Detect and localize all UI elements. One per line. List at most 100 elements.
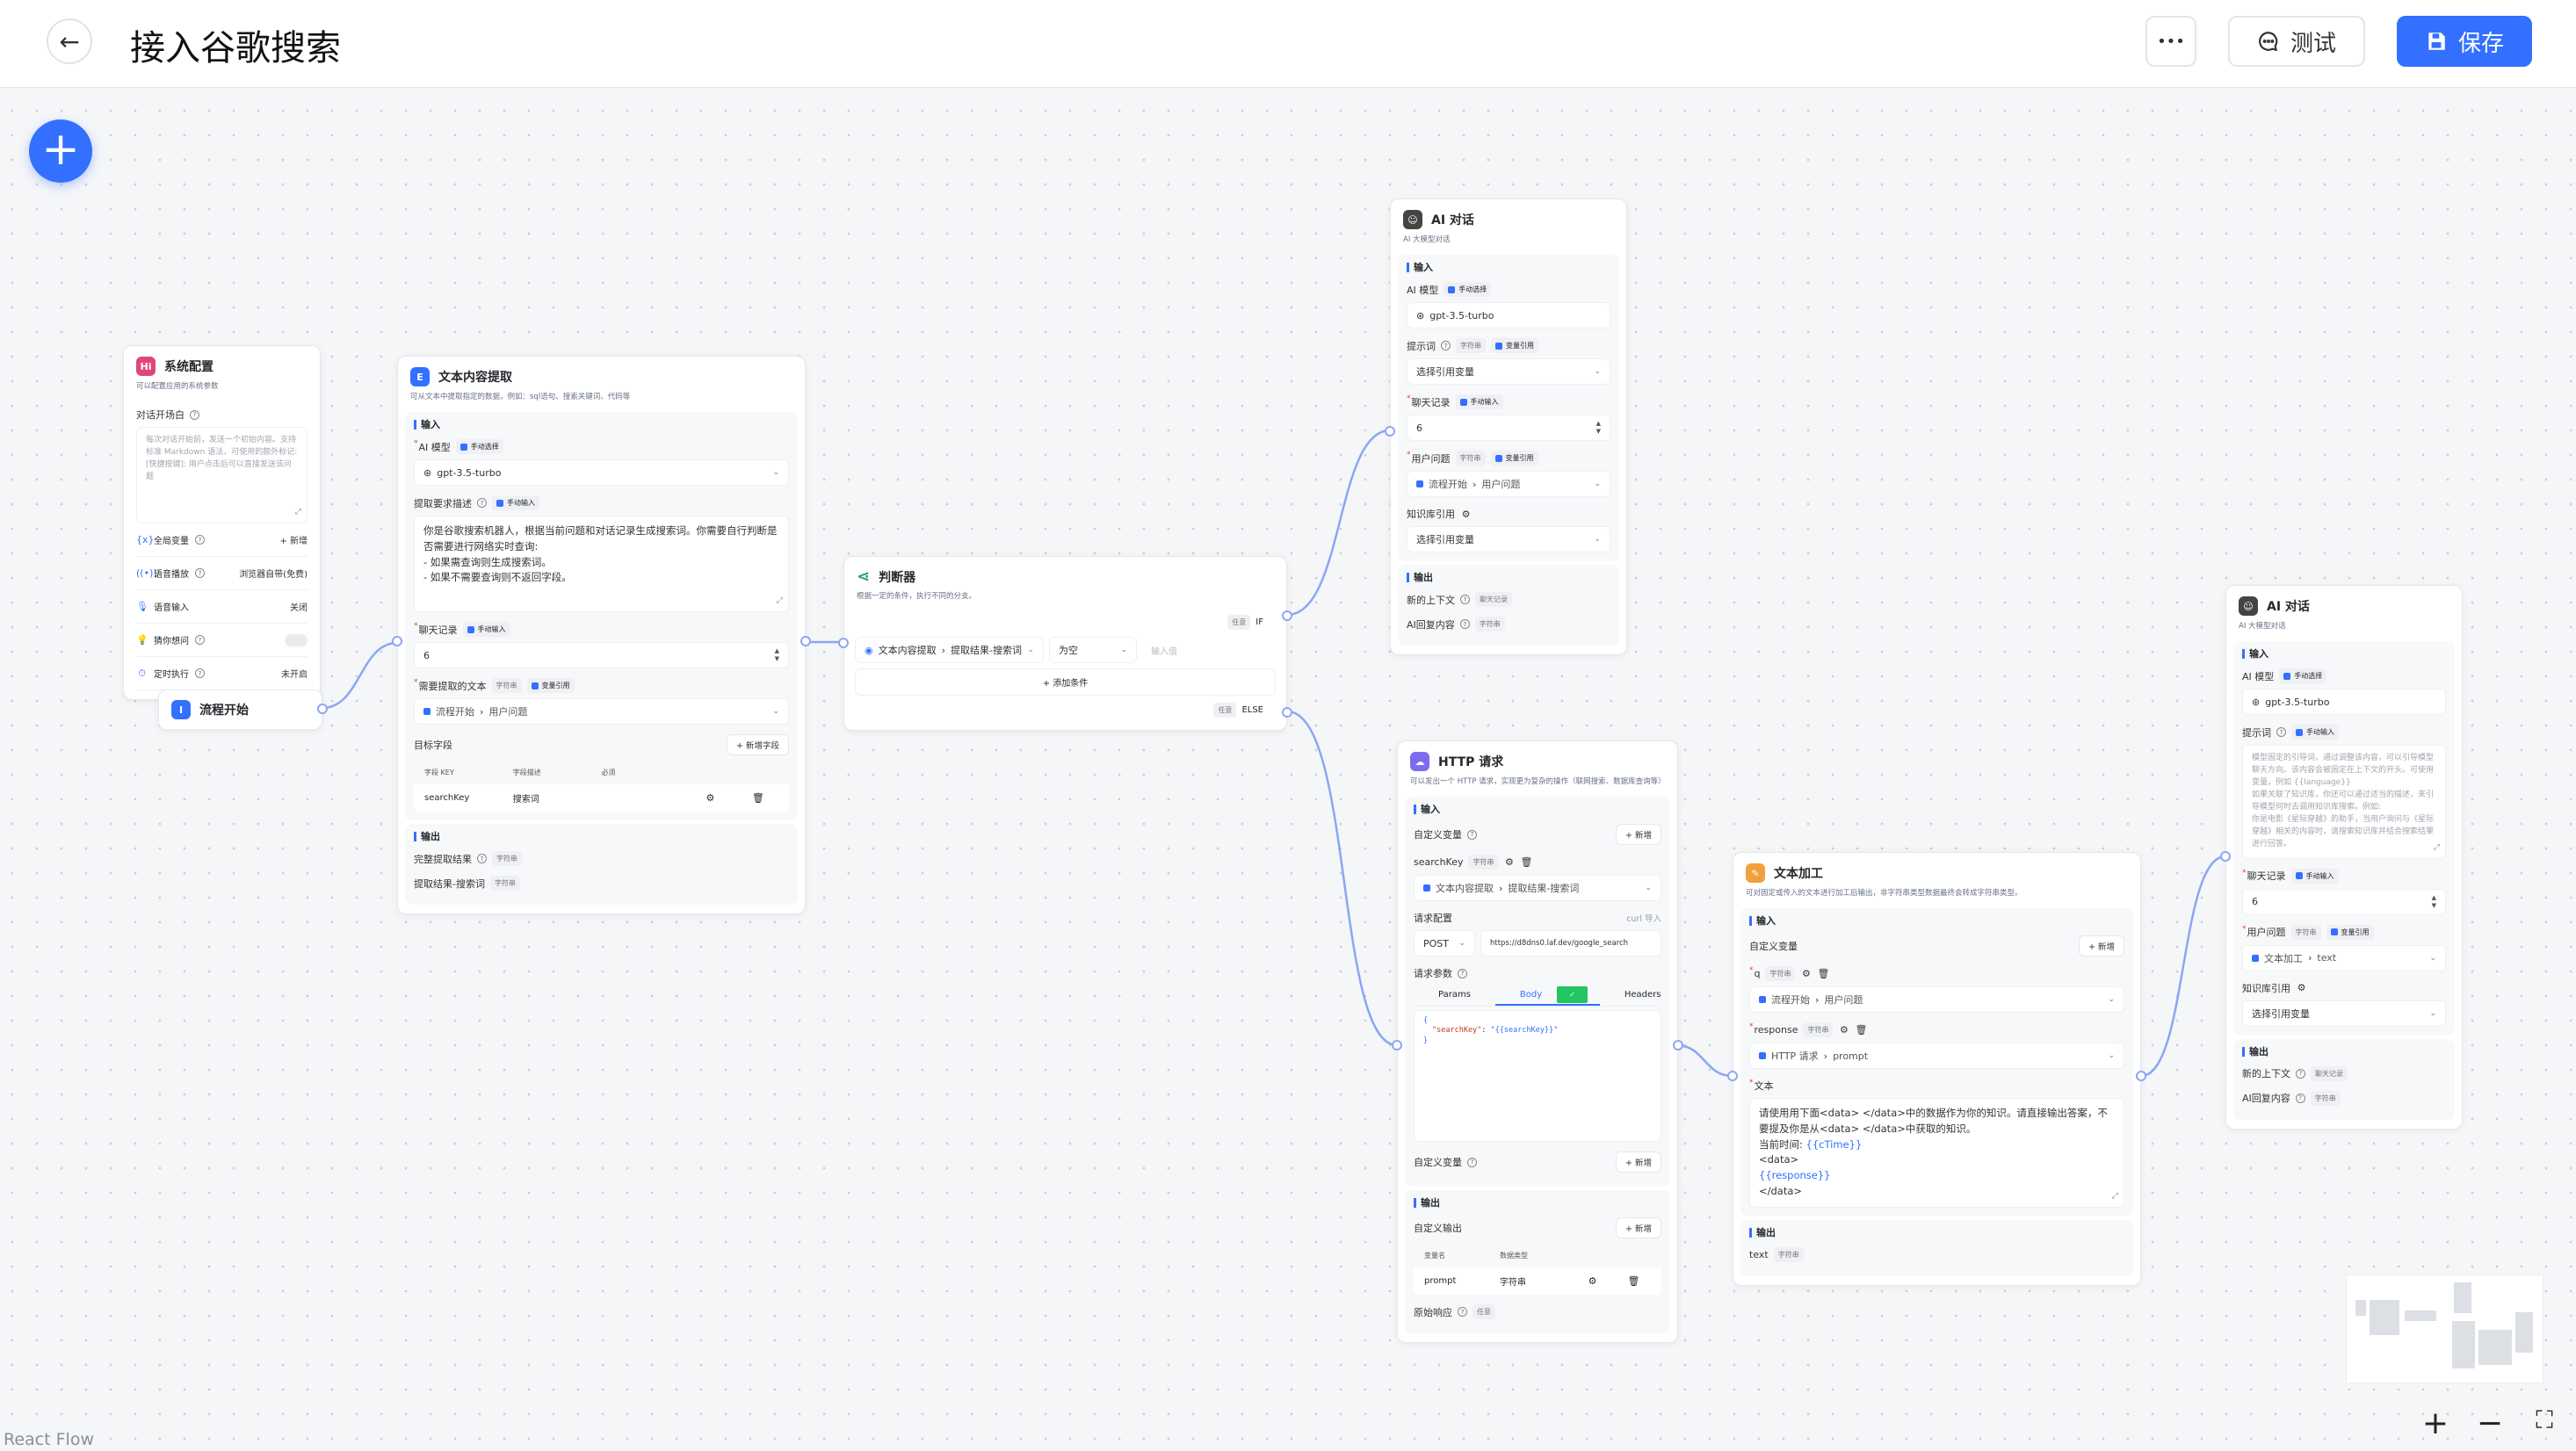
input-mode-tag[interactable]: 手动选择 [455,439,503,454]
else-output-handle[interactable] [1282,707,1292,718]
select[interactable]: 选择引用变量⌄ [2242,1000,2446,1027]
input-mode-tag[interactable]: 手动输入 [492,495,539,510]
help-icon[interactable]: ? [1467,829,1477,840]
help-icon[interactable]: ? [195,535,205,545]
gear-icon[interactable]: ⚙ [2297,982,2306,993]
add-button[interactable]: + 新增字段 [727,734,789,755]
config-value[interactable]: + 新增 [279,537,308,546]
expand-icon[interactable]: ⤢ [2433,842,2440,852]
textarea[interactable]: 你是谷歌搜索机器人，根据当前问题和对话记录生成搜索词。你需要自行判断是否需要进行… [414,516,789,612]
input-mode-tag[interactable]: 手动输入 [1455,394,1503,409]
stepper-icon[interactable]: ▲▼ [1596,420,1601,435]
help-icon[interactable]: ? [477,498,487,508]
help-icon[interactable]: ? [1460,595,1470,604]
stepper-icon[interactable]: ▲▼ [2431,893,2436,909]
output-handle[interactable] [1673,1040,1683,1050]
textarea[interactable]: 模型固定的引导词，通过调整该内容，可以引导模型聊天方向。该内容会被固定在上下文的… [2242,745,2446,859]
input-mode-tag[interactable]: 手动选择 [1444,282,1492,297]
minimap[interactable] [2346,1274,2543,1383]
help-icon[interactable]: ? [195,635,205,645]
config-value[interactable]: 未开启 [281,670,308,680]
help-icon[interactable]: ? [1458,968,1467,978]
help-icon[interactable]: ? [1459,619,1470,629]
input-mode-tag[interactable]: 变量引用 [1491,338,1538,353]
input-handle[interactable] [1727,1071,1738,1081]
node-text[interactable]: ✎文本加工可对固定或传入的文本进行加工后输出，非字符串类型数据最终会转成字符串类… [1727,852,2146,1286]
gear-icon[interactable]: ⚙ [1461,508,1471,520]
trash-icon[interactable]: 🗑 [1855,1024,1868,1036]
output-handle[interactable] [317,704,328,714]
output-handle[interactable] [2136,1071,2146,1081]
expand-icon[interactable]: ⤢ [776,596,783,606]
select[interactable]: 流程开始›用户问题⌄ [414,698,789,725]
gear-icon[interactable]: ⚙ [1802,968,1811,979]
trash-icon[interactable]: 🗑 [1627,1275,1640,1287]
back-button[interactable]: ← [47,18,92,64]
if-output-handle[interactable] [1282,610,1292,621]
save-button[interactable]: 保存 [2397,16,2532,67]
add-button[interactable]: + 新增 [1616,1151,1661,1173]
add-button[interactable]: + 新增 [1616,1217,1661,1238]
select[interactable]: 选择引用变量⌄ [1407,526,1610,552]
gear-icon[interactable]: ⚙ [1505,856,1514,868]
input-handle[interactable] [2220,851,2231,862]
output-handle[interactable] [800,636,811,646]
help-icon[interactable]: ? [195,568,205,578]
stepper-icon[interactable]: ▲▼ [774,647,779,662]
select[interactable]: 文本加工›text⌄ [2242,944,2446,971]
trash-icon[interactable]: 🗑 [1520,856,1533,868]
gear-icon[interactable]: ⚙ [1840,1024,1849,1036]
help-icon[interactable]: ? [2296,1068,2305,1079]
zoom-out-button[interactable]: − [2476,1405,2504,1441]
trash-icon[interactable]: 🗑 [1817,968,1830,979]
input-mode-tag[interactable]: 手动选择 [2279,668,2327,683]
fit-view-button[interactable]: ⛶ [2536,1405,2553,1434]
body-editor[interactable]: {"searchKey": "{{searchKey}}"} [1414,1010,1661,1142]
condition-value-input[interactable]: 输入值 [1151,646,1177,657]
number-input[interactable]: 6▲▼ [1407,415,1610,441]
condition-operator-select[interactable]: 为空⌄ [1049,637,1137,663]
input-handle[interactable] [838,638,849,648]
select[interactable]: HTTP 请求›prompt⌄ [1749,1043,2124,1069]
help-icon[interactable]: ? [477,854,487,863]
input-handle[interactable] [1392,1040,1402,1050]
add-node-button[interactable]: + [29,119,92,183]
node-http[interactable]: ☁HTTP 请求可以发出一个 HTTP 请求，实现更为复杂的操作（联网搜索、数据… [1392,740,1683,1343]
select[interactable]: 流程开始›用户问题⌄ [1407,471,1610,497]
input-mode-tag[interactable]: 变量引用 [1490,451,1538,466]
more-button[interactable]: ••• [2145,16,2196,67]
add-button[interactable]: + 新增 [2079,935,2124,957]
config-item[interactable]: ((•))语音播放?浏览器自带(免费) [136,557,308,590]
config-value[interactable]: 浏览器自带(免费) [239,570,308,580]
textarea[interactable]: 每次对话开始前，发送一个初始内容。支持标准 Markdown 语法，可使用的额外… [136,427,308,523]
input-mode-tag[interactable]: 变量引用 [2326,924,2374,940]
config-item[interactable]: ⏱定时执行?未开启 [136,657,308,690]
url-input[interactable]: https://d8dns0.laf.dev/google_search [1480,930,1661,957]
config-item[interactable]: 🎙语音输入关闭 [136,590,308,624]
help-icon[interactable]: ? [1458,1307,1467,1317]
condition-variable-select[interactable]: ◉文本内容提取›提取结果-搜索词⌄ [855,637,1044,663]
expand-icon[interactable]: ⤢ [2111,1191,2118,1201]
input-mode-tag[interactable]: 手动输入 [2291,725,2339,740]
curl-import-link[interactable]: curl 导入 [1626,914,1661,924]
help-icon[interactable]: ? [1467,1157,1477,1167]
input-mode-tag[interactable]: 变量引用 [526,678,575,693]
zoom-in-button[interactable]: + [2421,1405,2449,1441]
trash-icon[interactable]: 🗑 [751,792,764,804]
tab-params[interactable]: Params [1414,985,1495,1006]
input-handle[interactable] [392,636,402,646]
select[interactable]: ⊛gpt-3.5-turbo⌄ [414,459,789,486]
expand-icon[interactable]: ⤢ [294,508,301,517]
gear-icon[interactable]: ⚙ [706,792,715,804]
select[interactable]: ⊛gpt-3.5-turbo [1407,302,1610,328]
tab-headers[interactable]: Headers [1600,985,1686,1006]
gear-icon[interactable]: ⚙ [1588,1275,1597,1287]
input-mode-tag[interactable]: 手动输入 [2290,868,2339,884]
config-item[interactable]: {x}全局变量?+ 新增 [136,523,308,557]
select[interactable]: 文本内容提取›提取结果-搜索词⌄ [1414,875,1661,901]
